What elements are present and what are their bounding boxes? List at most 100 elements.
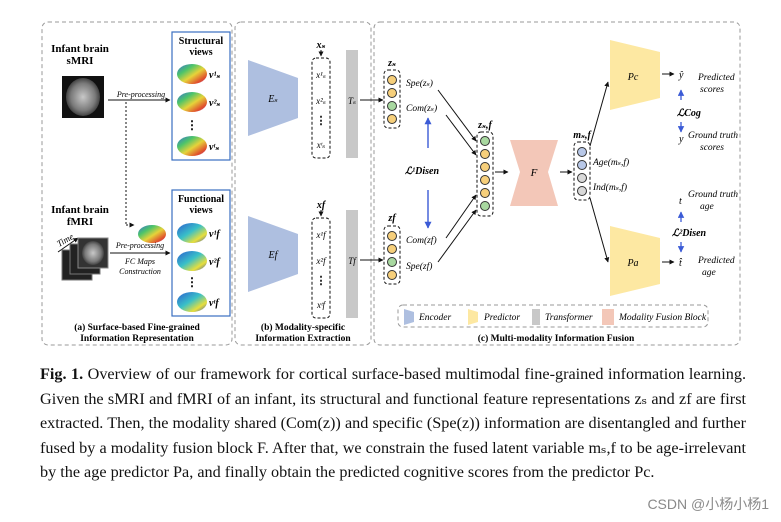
figure-caption: Fig. 1. Overview of our framework for co… bbox=[40, 362, 746, 485]
ind-msf-label: Ind(mₛ,f) bbox=[592, 182, 627, 193]
zsf-token bbox=[480, 136, 490, 146]
smri-label-line1: Infant brain bbox=[51, 43, 109, 55]
watermark: CSDN @小杨小杨1 bbox=[647, 496, 769, 512]
legend-encoder-icon bbox=[404, 309, 414, 325]
arrow-spe-zf bbox=[437, 209, 477, 263]
arrow-msf-to-pa bbox=[589, 197, 610, 263]
zsf-token bbox=[480, 188, 490, 198]
vs-ellipsis: ⋮ bbox=[186, 118, 198, 132]
xf-token-box bbox=[311, 217, 331, 319]
encoder-ef bbox=[248, 216, 298, 292]
preprocessing-f-label: Pre-processing bbox=[115, 241, 164, 250]
fusion-block-f bbox=[510, 140, 558, 206]
xf-2: x²f bbox=[315, 256, 327, 266]
gt-age-line2: age bbox=[700, 202, 714, 212]
msf-box bbox=[573, 141, 591, 201]
zsf-label: zₛ,f bbox=[477, 120, 493, 131]
zf-token bbox=[387, 244, 397, 254]
zsf-token bbox=[480, 149, 490, 159]
panel-c-border bbox=[373, 21, 741, 346]
caption-text: Overview of our framework for cortical s… bbox=[40, 365, 746, 482]
zs-token bbox=[387, 88, 397, 98]
yhat: ŷ bbox=[678, 70, 684, 81]
transformer-tf-label: Tf bbox=[348, 256, 357, 266]
xs-t: xᵗₛ bbox=[316, 140, 326, 150]
zsf-token bbox=[480, 175, 490, 185]
disen2-label: ℒ²Disen bbox=[672, 228, 707, 239]
msf-label: mₛ,f bbox=[573, 130, 592, 141]
vs-t: vᵗₛ bbox=[209, 142, 219, 153]
arrow-spe-zs bbox=[437, 89, 477, 142]
functional-views-line1: Functional bbox=[178, 194, 224, 205]
spe-zs-label: Spe(zₛ) bbox=[406, 78, 433, 89]
that-label: t̂ bbox=[678, 257, 682, 269]
vs-2: v²ₛ bbox=[209, 98, 220, 109]
smri-label-line2: sMRI bbox=[67, 55, 94, 67]
predictor-pc-label: Pc bbox=[627, 72, 639, 83]
xs-2: x²ₛ bbox=[315, 96, 326, 106]
fmri-label-line2: fMRI bbox=[67, 216, 93, 228]
panel-a-border bbox=[41, 21, 233, 346]
xf-t: xᵗf bbox=[316, 300, 327, 310]
lcog-label: ℒCog bbox=[677, 108, 701, 119]
pred-scores-line2: scores bbox=[700, 85, 724, 95]
predictor-pa-label: Pa bbox=[626, 258, 638, 269]
smri-brain-icon bbox=[66, 78, 100, 116]
predictor-pa bbox=[610, 226, 660, 296]
xf-label: xf bbox=[316, 200, 327, 211]
encoder-ef-label: Ef bbox=[268, 250, 279, 261]
transformer-ts bbox=[346, 50, 358, 158]
panel-b-title-line1: (b) Modality-specific bbox=[261, 322, 345, 333]
structural-brain-icon bbox=[177, 136, 207, 156]
arrow-msf-to-pc bbox=[589, 81, 610, 147]
gt-scores-line1: Ground truth bbox=[688, 131, 738, 141]
t-label: t bbox=[679, 196, 682, 207]
pred-scores-line1: Predicted bbox=[697, 73, 735, 83]
predictor-pc bbox=[610, 40, 660, 110]
xs-label: xₛ bbox=[316, 40, 326, 51]
panel-a-title-line2: Information Representation bbox=[80, 334, 194, 344]
xs-ellipsis: ⋮ bbox=[316, 115, 327, 127]
zf-label: zf bbox=[387, 213, 397, 224]
fmri-label-line1: Infant brain bbox=[51, 204, 109, 216]
fc-maps-line2: Construction bbox=[119, 267, 161, 276]
pred-age-line2: age bbox=[702, 268, 716, 278]
fc-maps-line1: FC Maps bbox=[124, 257, 155, 266]
gt-age-line1: Ground truth bbox=[688, 190, 738, 200]
vs-1: v¹ₛ bbox=[209, 70, 220, 81]
panel-a-title-line1: (a) Surface-based Fine-grained bbox=[74, 322, 200, 333]
encoder-es bbox=[248, 60, 298, 136]
xs-1: x¹ₛ bbox=[315, 70, 326, 80]
functional-brain-icon bbox=[177, 223, 207, 243]
structural-brain-icon bbox=[177, 92, 207, 112]
zf-token bbox=[387, 270, 397, 280]
legend-fusion-icon bbox=[602, 309, 614, 325]
fusion-f-label: F bbox=[530, 167, 538, 179]
structural-views-line1: Structural bbox=[179, 36, 224, 47]
xf-1: x¹f bbox=[315, 230, 327, 240]
legend-transformer-label: Transformer bbox=[545, 312, 593, 323]
zs-label: zₛ bbox=[387, 58, 396, 69]
functional-views-line2: views bbox=[189, 205, 212, 216]
time-arrow bbox=[57, 237, 79, 253]
panel-b-title-line2: Information Extraction bbox=[255, 334, 351, 344]
disen1-label: ℒ¹Disen bbox=[405, 166, 440, 177]
zsf-token bbox=[480, 162, 490, 172]
panel-c-title: (c) Multi-modality Information Fusion bbox=[478, 333, 635, 344]
transformer-ts-label: Tₛ bbox=[348, 96, 356, 106]
fc-map-brain-icon bbox=[138, 225, 166, 243]
arrow-com-zs bbox=[445, 114, 477, 156]
transformer-tf bbox=[346, 210, 358, 318]
zf-box bbox=[383, 225, 401, 285]
zsf-token bbox=[480, 201, 490, 211]
msf-token bbox=[577, 160, 587, 170]
com-zf-label: Com(zf) bbox=[406, 235, 437, 246]
zf-token bbox=[387, 257, 397, 267]
zs-box bbox=[383, 69, 401, 129]
vf-1: v¹f bbox=[209, 229, 221, 240]
functional-brain-icon bbox=[177, 292, 207, 312]
msf-token bbox=[577, 186, 587, 196]
structural-brain-icon bbox=[177, 64, 207, 84]
encoder-es-label: Eₛ bbox=[267, 94, 277, 105]
functional-brain-icon bbox=[177, 251, 207, 271]
